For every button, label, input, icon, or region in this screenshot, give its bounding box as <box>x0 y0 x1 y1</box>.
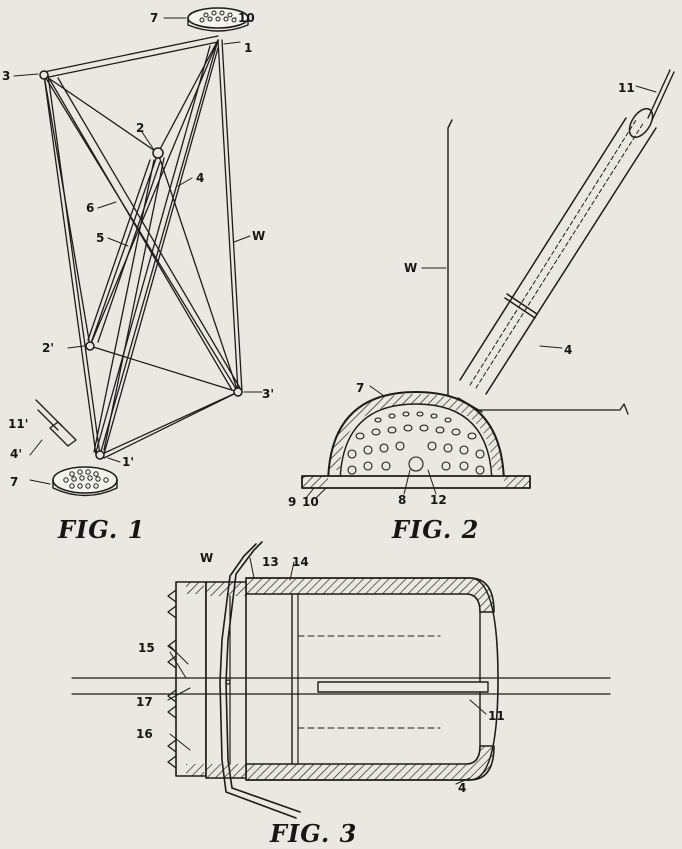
fig1-label-6: 6 <box>86 201 94 215</box>
fig1-label-7-top: 7 <box>150 11 158 25</box>
fig1-label-3-prime: 3' <box>262 387 274 401</box>
fig1-label-7-bottom: 7 <box>10 475 18 489</box>
fig1-label-2: 2 <box>136 121 144 135</box>
fig1-label-3: 3 <box>2 69 10 83</box>
fig2-label-11: 11 <box>618 81 635 95</box>
fig1-label-10: 10 <box>238 11 255 25</box>
fig1-drawing <box>13 7 263 497</box>
fig3-label-11: 11 <box>488 709 505 723</box>
figure-3: W 13 14 15 17 11 16 4 FIG. 3 <box>71 541 611 848</box>
fig1-label-2-prime: 2' <box>42 341 54 355</box>
fig3-title: FIG. 3 <box>269 819 357 848</box>
fig1-label-1: 1 <box>244 41 252 55</box>
fig2-title: FIG. 2 <box>391 515 479 544</box>
fig2-label-8: 8 <box>398 493 406 507</box>
fig3-label-17: 17 <box>136 695 153 709</box>
fig3-label-4: 4 <box>458 781 466 795</box>
fig3-drawing <box>71 541 611 819</box>
fig1-label-1-prime: 1' <box>122 455 134 469</box>
fig3-label-13: 13 <box>262 555 279 569</box>
fig3-label-16: 16 <box>136 727 153 741</box>
fig2-label-10: 10 <box>302 495 319 509</box>
fig1-label-W: W <box>252 229 265 243</box>
fig2-label-W: W <box>404 261 417 275</box>
fig1-label-4-prime: 4' <box>10 447 22 461</box>
fig1-title: FIG. 1 <box>57 515 145 544</box>
fig1-label-11-prime: 11' <box>8 417 28 431</box>
fig1-labels: 7 10 1 3 2 4 6 5 W 2' 3' 11' 4' 1' 7 <box>2 11 274 489</box>
fig2-label-9: 9 <box>288 495 296 509</box>
fig3-labels: W 13 14 15 17 11 16 4 <box>136 551 505 795</box>
fig2-drawing <box>301 69 675 499</box>
fig3-label-W: W <box>200 551 213 565</box>
fig2-label-12: 12 <box>430 493 447 507</box>
fig2-labels: 11 W 4 7 9 10 8 12 <box>288 81 635 509</box>
fig1-label-5: 5 <box>96 231 104 245</box>
fig1-label-4: 4 <box>196 171 204 185</box>
fig2-label-7: 7 <box>356 381 364 395</box>
figure-2: 11 W 4 7 9 10 8 12 FIG. 2 <box>288 69 675 544</box>
fig2-label-4: 4 <box>564 343 572 357</box>
figure-1: 7 10 1 3 2 4 6 5 W 2' 3' 11' 4' 1' 7 FIG… <box>2 7 274 544</box>
fig3-label-14: 14 <box>292 555 309 569</box>
fig3-label-15: 15 <box>138 641 155 655</box>
